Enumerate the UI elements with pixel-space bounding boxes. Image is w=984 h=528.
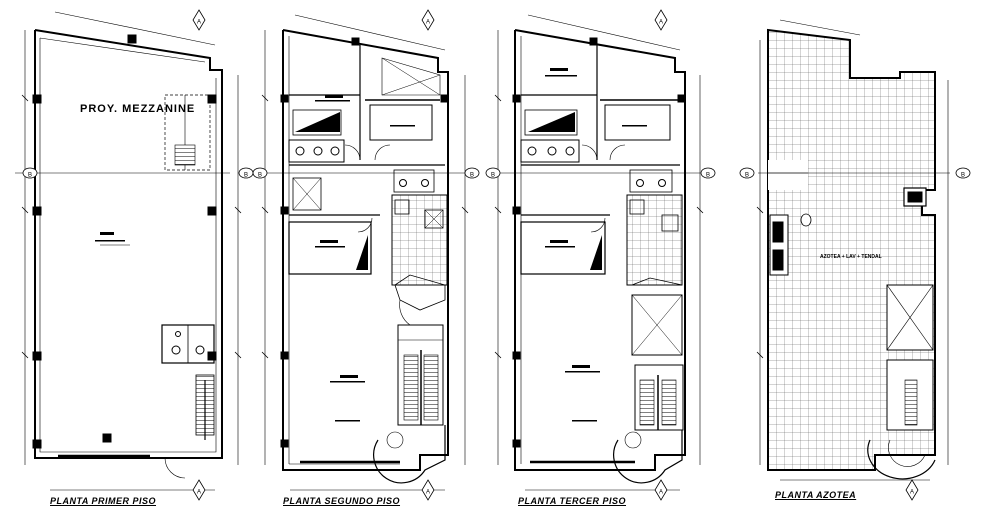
roof-terrace-label: AZOTEA + LAV + TENDAL <box>820 254 882 260</box>
plan-title-first-floor: PLANTA PRIMER PISO <box>50 496 157 506</box>
axis-mark-letter: A <box>659 490 663 496</box>
axis-mark-letter: A <box>197 490 201 496</box>
axis-mark-letter: B <box>706 173 710 179</box>
axis-mark-letter: B <box>961 173 965 179</box>
plan-title-second-floor: PLANTA SEGUNDO PISO <box>283 496 401 506</box>
axis-markers-plan4 <box>739 167 971 501</box>
axis-markers-plan2 <box>252 9 480 501</box>
axis-mark-letter: B <box>28 173 32 179</box>
plan-roof <box>756 19 950 481</box>
axis-mark-letter: B <box>745 173 749 179</box>
room-note-marks <box>95 68 647 422</box>
axis-mark-letter: A <box>426 20 430 26</box>
plan-third-floor <box>490 14 704 491</box>
axis-mark-letter: B <box>491 173 495 179</box>
plan-first-floor <box>15 11 242 491</box>
plan-title-third-floor: PLANTA TERCER PISO <box>518 496 627 506</box>
axis-mark-letter: A <box>910 490 914 496</box>
plan-title-roof: PLANTA AZOTEA <box>775 490 857 500</box>
axis-markers-plan3 <box>485 9 716 501</box>
plan-second-floor <box>255 14 469 491</box>
mezzanine-label: PROY. MEZZANINE <box>80 103 196 115</box>
axis-mark-letter: B <box>470 173 474 179</box>
axis-mark-letter: B <box>258 173 262 179</box>
axis-markers-plan1 <box>22 9 254 501</box>
axis-mark-letter: A <box>659 20 663 26</box>
axis-mark-letter: A <box>426 490 430 496</box>
axis-mark-letter: B <box>244 173 248 179</box>
axis-mark-letter: A <box>197 20 201 26</box>
